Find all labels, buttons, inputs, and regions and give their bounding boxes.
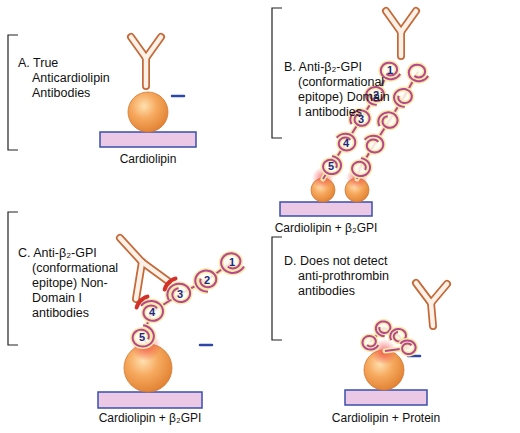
domain-number: 5	[139, 331, 145, 343]
phospholipid-ball	[128, 92, 168, 132]
antibody-body	[146, 37, 161, 58]
protein-domain	[352, 158, 370, 176]
antibody-outline	[120, 238, 142, 262]
negative-charge	[172, 95, 184, 98]
cardiolipin-layer	[345, 390, 427, 405]
antibody-body	[142, 262, 168, 281]
domain-glow	[365, 136, 384, 153]
domain-glow	[394, 89, 412, 107]
antibody-body	[136, 262, 142, 299]
antibody-outline	[136, 262, 142, 299]
domain-glow	[409, 65, 428, 82]
antibody-outline	[401, 11, 416, 32]
protein-domain	[409, 65, 428, 82]
antibody-outline	[131, 37, 146, 58]
antibodies	[120, 11, 447, 326]
domain-number: 4	[343, 137, 349, 149]
domain-number: 2	[204, 274, 210, 286]
prothrombin-protein	[362, 321, 415, 354]
protein-domain	[133, 325, 154, 346]
domain-number: 3	[358, 113, 364, 125]
domain-number: 1	[229, 256, 235, 268]
antibody-outline	[431, 303, 433, 326]
antibody-body	[416, 283, 431, 303]
protein-domain	[378, 112, 397, 127]
antibody-body	[431, 284, 447, 303]
protein-domain	[195, 271, 216, 292]
antibody-outline	[431, 284, 447, 303]
domain-glow	[352, 158, 370, 176]
antibody-body	[144, 58, 149, 86]
antibody-outline	[146, 37, 161, 58]
protein-domain	[362, 336, 378, 350]
domain-glow	[221, 253, 244, 273]
antibody-body	[399, 32, 404, 56]
domain-glow	[362, 336, 378, 350]
protein-domain	[141, 301, 163, 321]
antibody-body	[131, 37, 146, 58]
panel-heading: D. Does not detect anti-prothrombin anti…	[284, 254, 393, 299]
panel-bracket	[272, 237, 282, 340]
protein-domain	[365, 136, 384, 153]
protein-domain	[394, 89, 412, 107]
component-label: Cardiolipin + β₂GPI	[99, 411, 202, 425]
antibody-outline	[416, 283, 431, 303]
panel-bracket	[8, 35, 18, 150]
domain-glow	[337, 134, 356, 151]
antibody-body	[431, 303, 433, 326]
protein-domain	[400, 340, 415, 354]
cardiolipin-layer	[98, 392, 202, 408]
component-label: Cardiolipin + β₂GPI	[275, 221, 378, 235]
antibody-outline	[142, 262, 168, 281]
panel-heading: A. True Anticardiolipin Antibodies	[18, 56, 127, 101]
antibody-outline	[386, 11, 401, 32]
epitope-mark	[137, 297, 148, 308]
domain-number: 5	[328, 160, 334, 172]
domain-glow	[400, 340, 415, 354]
cardiolipin-layer	[280, 202, 372, 216]
domain-number: 2	[373, 89, 379, 101]
domain-glow	[378, 112, 397, 127]
domain-number: 3	[177, 288, 183, 300]
beta2gpi-molecule	[133, 253, 244, 346]
domain-glow	[133, 325, 154, 346]
epitope-mark	[165, 279, 176, 290]
antibody-body	[401, 11, 416, 32]
protein-domain	[323, 156, 341, 174]
domain-glow	[141, 301, 163, 321]
protein-domain	[167, 284, 190, 302]
protein-domain	[337, 134, 356, 151]
panel-bracket	[272, 8, 282, 138]
panel-heading: C. Anti-β₂-GPI (conformational epitope) …	[18, 246, 127, 321]
negative-charge	[200, 344, 212, 347]
panel-bracket	[8, 212, 18, 345]
domain-glow	[323, 156, 341, 174]
domain-glow	[167, 284, 190, 302]
antibody-outline	[142, 58, 150, 86]
domain-glow	[195, 271, 216, 292]
antibody-body	[120, 238, 142, 262]
component-label: Cardiolipin	[120, 152, 177, 166]
component-label: Cardiolipin + Protein	[332, 411, 440, 425]
antibody-body	[386, 11, 401, 32]
antibody-outline	[397, 32, 405, 56]
domain-number: 4	[149, 306, 155, 318]
cardiolipin-layer	[100, 132, 196, 147]
domain-number: 1	[387, 64, 393, 76]
protein-domain	[221, 253, 244, 273]
